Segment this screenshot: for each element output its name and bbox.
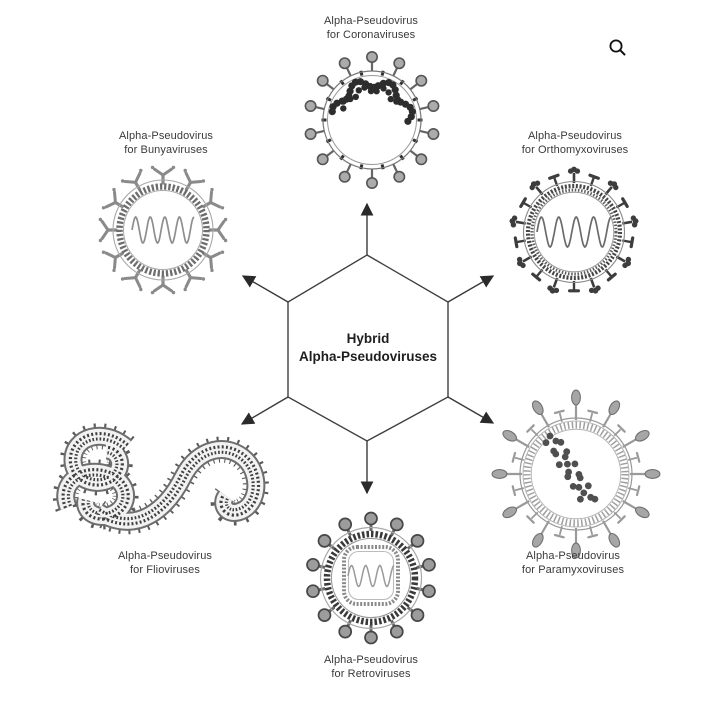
retrovirus-illustration: [306, 511, 436, 645]
paramyxovirus-illustration: [491, 389, 661, 559]
label-paramyxoviruses: Alpha-Pseudovirus for Paramyxoviruses: [521, 550, 625, 576]
label-coronaviruses: Alpha-Pseudovirus for Coronaviruses: [323, 15, 419, 41]
orthomyxovirus-illustration: [509, 166, 639, 294]
label-flioviruses: Alpha-Pseudovirus for Flioviruses: [117, 550, 213, 576]
arrow-upper-left: [241, 275, 289, 303]
label-orthomyxoviruses: Alpha-Pseudovirus for Orthomyxoviruses: [521, 130, 629, 156]
bunyavirus-illustration: [98, 165, 228, 295]
zoom-button[interactable]: [604, 34, 630, 60]
arrow-lower-right: [447, 396, 495, 424]
magnifier-icon: [609, 39, 626, 56]
coronavirus-illustration: [304, 50, 440, 190]
arrow-lower-left: [240, 396, 289, 425]
arrows: [240, 202, 495, 495]
label-retroviruses: Alpha-Pseudovirus for Retroviruses: [323, 654, 419, 680]
label-bunyaviruses: Alpha-Pseudovirus for Bunyaviruses: [118, 130, 214, 156]
hexagon-title: Hybrid Alpha-Pseudoviruses: [298, 331, 438, 364]
fliovirus-illustration: [52, 423, 269, 535]
arrow-upper-right: [447, 275, 495, 303]
